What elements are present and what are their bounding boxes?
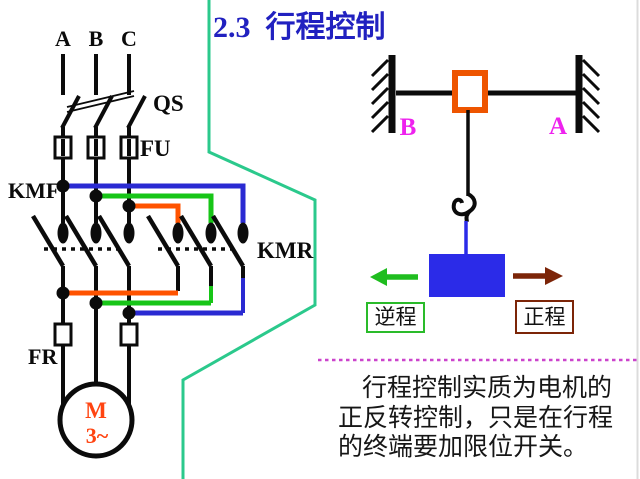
- note-line-3: 的终端要加限位开关。: [338, 434, 589, 461]
- wire-blue-top: [63, 183, 246, 223]
- note-line-1: 行程控制实质为电机的: [362, 375, 613, 402]
- fu-label: FU: [140, 136, 171, 161]
- load-block: [429, 254, 505, 297]
- forward-stroke-box: 正程: [515, 300, 574, 334]
- end-a-label: A: [548, 113, 568, 140]
- title-number: 2.3: [213, 11, 251, 44]
- reverse-arrow: [370, 268, 418, 286]
- right-wall: [575, 55, 601, 134]
- kmr-label: KMR: [257, 238, 314, 263]
- forward-arrow: [513, 267, 563, 285]
- qs-knife-switch: [60, 90, 147, 129]
- motor-leads: [61, 345, 131, 404]
- junction-dots-bottom: [56, 286, 136, 320]
- incoming-phase-lines: [61, 54, 131, 95]
- fuse-inner-wires: [61, 139, 131, 156]
- fr-label: FR: [28, 344, 58, 369]
- junction-dots-top: [56, 179, 136, 213]
- hook-icon: [451, 192, 477, 223]
- title-text: 行程控制: [265, 11, 386, 44]
- motor-m-label: M: [85, 398, 107, 423]
- motor-circle: [57, 381, 135, 459]
- fr-thermal-relay: [53, 322, 139, 347]
- left-wall: [370, 55, 396, 134]
- end-b-label: B: [399, 114, 417, 141]
- motor-type-label: 3~: [85, 423, 109, 448]
- page-title: 2.3 行程控制: [213, 13, 386, 43]
- kmf-label: KMF: [8, 178, 60, 203]
- trolley: [452, 70, 488, 113]
- contact-fixed-ovals: [57, 222, 249, 244]
- note-line-2: 正反转控制，只是在行程: [338, 405, 614, 432]
- kmf-lower-wires: [61, 266, 131, 385]
- qs-label: QS: [153, 91, 184, 116]
- section-divider-line: [181, 0, 317, 479]
- wire-orange-top: [129, 203, 181, 223]
- reverse-stroke-box: 逆程: [366, 302, 425, 333]
- contact-blades: [31, 214, 245, 268]
- wire-green-top: [96, 193, 214, 223]
- phase-b-label: B: [88, 26, 104, 51]
- kmr-lower-stubs: [176, 266, 245, 291]
- phase-c-label: C: [121, 26, 137, 51]
- phase-a-label: A: [55, 26, 71, 51]
